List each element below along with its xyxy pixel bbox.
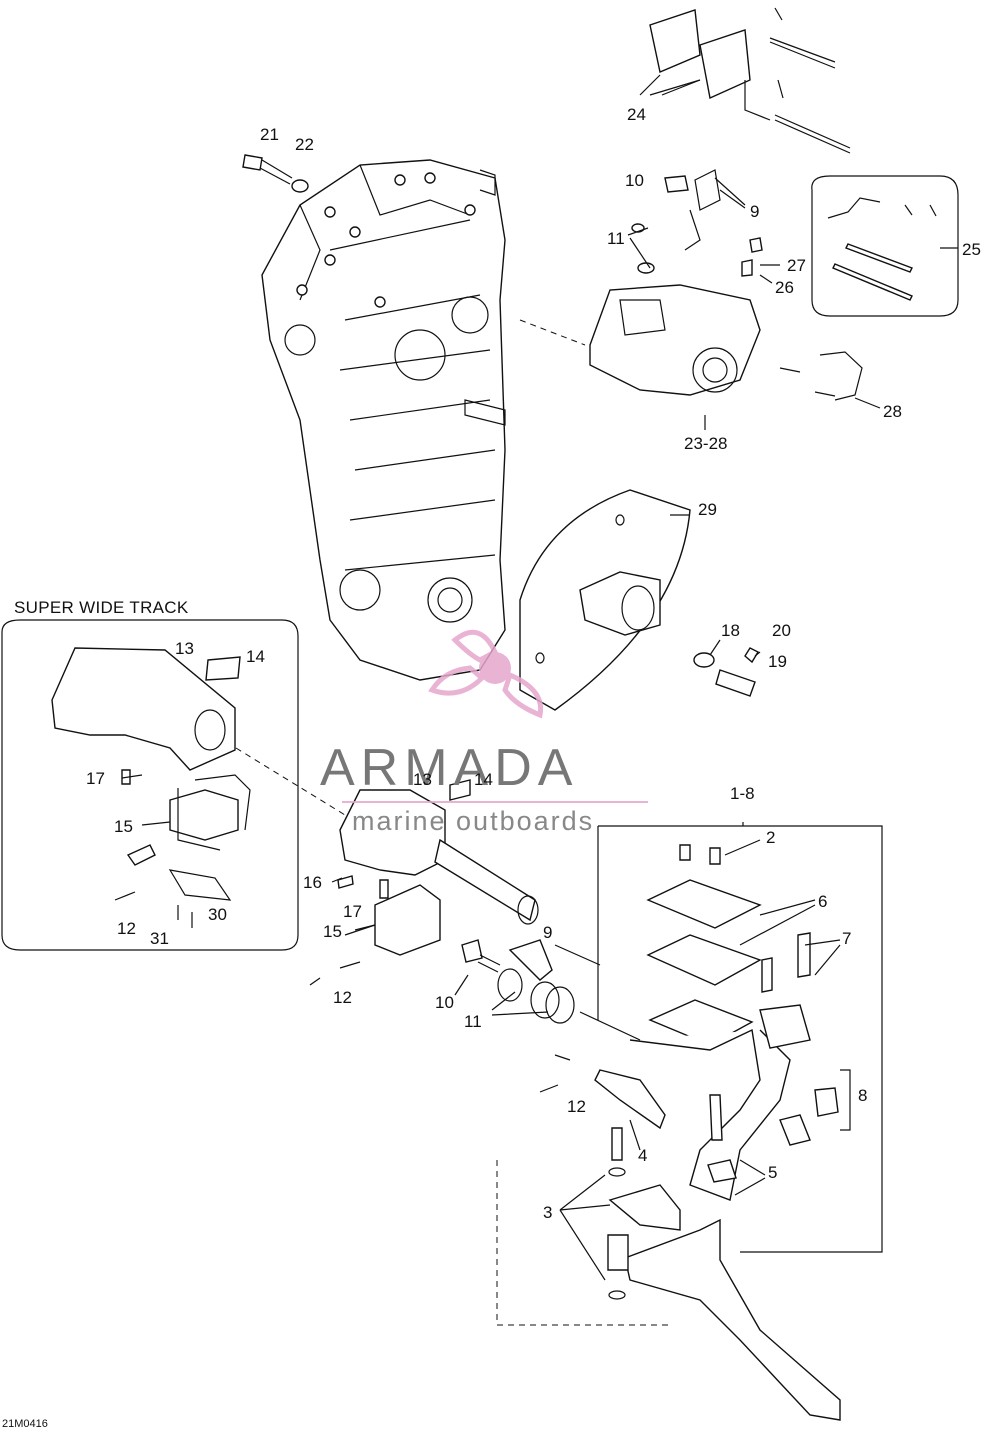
callout-label: 4 (638, 1146, 648, 1165)
callout-label: 14 (474, 770, 493, 789)
callout-label: 17 (86, 769, 105, 788)
callout-label: 13 (413, 770, 432, 789)
callout-label: 29 (698, 500, 717, 519)
leader-lines (121, 74, 958, 1281)
callout-label: 9 (750, 202, 760, 221)
callout-label: 17 (343, 902, 362, 921)
assembly-1-8 (594, 825, 883, 1253)
callout-label: 12 (333, 988, 352, 1007)
callout-label: 22 (295, 135, 314, 154)
callout-label: 12 (567, 1097, 586, 1116)
callout-label: 12 (117, 919, 136, 938)
watermark-logo (342, 629, 648, 803)
brake-caliper (519, 169, 863, 401)
callout-label: 1-8 (730, 784, 755, 803)
callout-label: 6 (818, 892, 828, 911)
watermark-tagline: marine outboards (352, 806, 595, 836)
callout-label: 7 (842, 929, 852, 948)
drawing-code: 21M0416 (2, 1418, 48, 1430)
master-cylinder-housing (235, 747, 539, 986)
callout-label: 18 (721, 621, 740, 640)
gearbox-housing (261, 159, 506, 681)
callout-label: 28 (883, 402, 902, 421)
super-wide-track-inset (1, 619, 299, 951)
bolt-21 (242, 154, 309, 193)
brake-disc-29 (519, 489, 759, 711)
kit-25 (811, 175, 959, 317)
callout-label: 14 (246, 647, 265, 666)
callout-label: 21 (260, 125, 279, 144)
callout-label: 3 (543, 1203, 553, 1222)
callout-label: 27 (787, 256, 806, 275)
callout-label: 2 (766, 828, 776, 847)
callout-label: 5 (768, 1163, 778, 1182)
callout-label: 15 (114, 817, 133, 836)
fittings (461, 939, 641, 1093)
callout-label: 24 (627, 105, 646, 124)
callout-label: 26 (775, 278, 794, 297)
callout-label: 11 (607, 229, 625, 248)
callout-label: 25 (962, 240, 981, 259)
callout-label: 11 (464, 1012, 482, 1031)
callout-label: 19 (768, 652, 787, 671)
callout-label: 15 (323, 922, 342, 941)
callout-label: 10 (625, 171, 644, 190)
callout-label: 9 (543, 923, 553, 942)
callout-label: 23-28 (684, 434, 728, 453)
callout-label: 31 (150, 929, 169, 948)
watermark-brand: ARMADA (320, 739, 579, 797)
callout-label: 20 (772, 621, 791, 640)
callout-label: 13 (175, 639, 194, 658)
callout-label: 30 (208, 905, 227, 924)
inset-title: SUPER WIDE TRACK (14, 598, 189, 617)
brake-pads-24 (649, 7, 851, 154)
brake-lever (496, 1127, 841, 1421)
callout-label: 8 (858, 1086, 868, 1105)
callout-label: 16 (303, 873, 322, 892)
callout-label: 10 (435, 993, 454, 1012)
